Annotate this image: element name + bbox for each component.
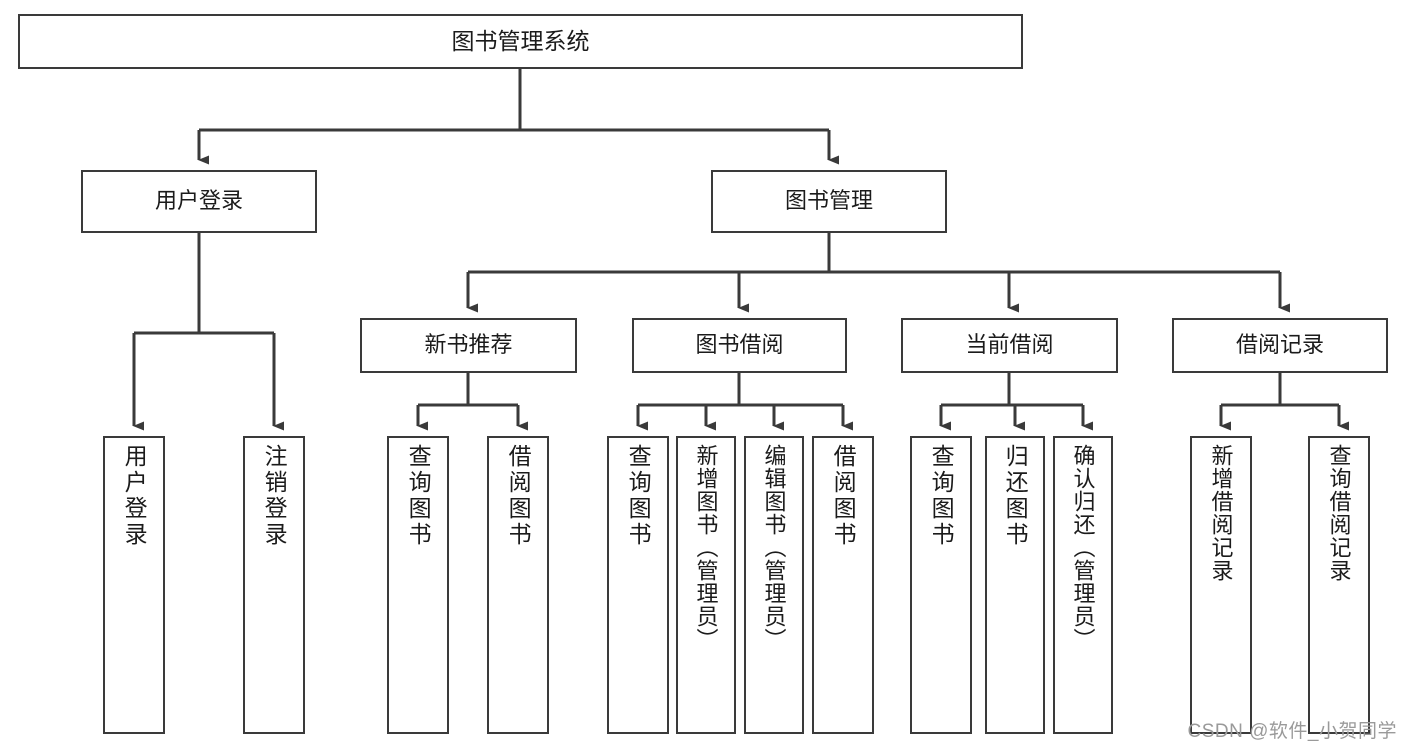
node-leaf-cb-confirm-return[interactable]: 确认归还（管理员） [1053, 436, 1113, 734]
node-leaf-br-query-record[interactable]: 查询借阅记录 [1308, 436, 1370, 734]
node-new-book-rec-label: 新书推荐 [424, 332, 513, 358]
node-book-manage[interactable]: 图书管理 [711, 170, 947, 233]
node-leaf-nbr-borrow-book-label: 借阅图书 [505, 444, 532, 548]
node-borrow-record-label: 借阅记录 [1235, 332, 1324, 358]
node-leaf-nbr-borrow-book[interactable]: 借阅图书 [487, 436, 549, 734]
node-leaf-user-login-do-label: 用户登录 [121, 444, 148, 548]
node-leaf-br-add-record-label: 新增借阅记录 [1208, 444, 1234, 582]
node-leaf-user-logout[interactable]: 注销登录 [243, 436, 305, 734]
node-root-label: 图书管理系统 [451, 28, 590, 55]
csdn-watermark: CSDN @软件_小贺同学 [1187, 721, 1397, 742]
node-borrow-record[interactable]: 借阅记录 [1172, 318, 1388, 373]
node-book-borrow[interactable]: 图书借阅 [632, 318, 847, 373]
node-leaf-bb-query-book-label: 查询图书 [625, 444, 652, 548]
node-leaf-bb-borrow-book[interactable]: 借阅图书 [812, 436, 874, 734]
node-leaf-cb-return-book-label: 归还图书 [1002, 444, 1029, 548]
node-leaf-cb-query-book[interactable]: 查询图书 [910, 436, 972, 734]
node-leaf-user-logout-label: 注销登录 [261, 444, 288, 548]
node-leaf-nbr-query-book[interactable]: 查询图书 [387, 436, 449, 734]
node-leaf-bb-borrow-book-label: 借阅图书 [830, 444, 857, 548]
node-leaf-bb-edit-book[interactable]: 编辑图书（管理员） [744, 436, 804, 734]
node-leaf-br-query-record-label: 查询借阅记录 [1326, 444, 1352, 582]
node-user-login[interactable]: 用户登录 [81, 170, 317, 233]
node-leaf-cb-confirm-return-label: 确认归还（管理员） [1070, 444, 1096, 651]
node-book-borrow-label: 图书借阅 [695, 332, 784, 358]
node-current-borrow[interactable]: 当前借阅 [901, 318, 1118, 373]
node-leaf-bb-query-book[interactable]: 查询图书 [607, 436, 669, 734]
node-new-book-rec[interactable]: 新书推荐 [360, 318, 577, 373]
node-leaf-br-add-record[interactable]: 新增借阅记录 [1190, 436, 1252, 734]
node-current-borrow-label: 当前借阅 [965, 332, 1054, 358]
node-user-login-label: 用户登录 [154, 188, 243, 214]
node-root[interactable]: 图书管理系统 [18, 14, 1023, 69]
node-leaf-cb-return-book[interactable]: 归还图书 [985, 436, 1045, 734]
node-leaf-cb-query-book-label: 查询图书 [928, 444, 955, 548]
node-leaf-nbr-query-book-label: 查询图书 [405, 444, 432, 548]
node-leaf-bb-add-book-label: 新增图书（管理员） [693, 444, 719, 651]
node-leaf-user-login-do[interactable]: 用户登录 [103, 436, 165, 734]
node-leaf-bb-add-book[interactable]: 新增图书（管理员） [676, 436, 736, 734]
node-book-manage-label: 图书管理 [784, 188, 873, 214]
node-leaf-bb-edit-book-label: 编辑图书（管理员） [761, 444, 787, 651]
